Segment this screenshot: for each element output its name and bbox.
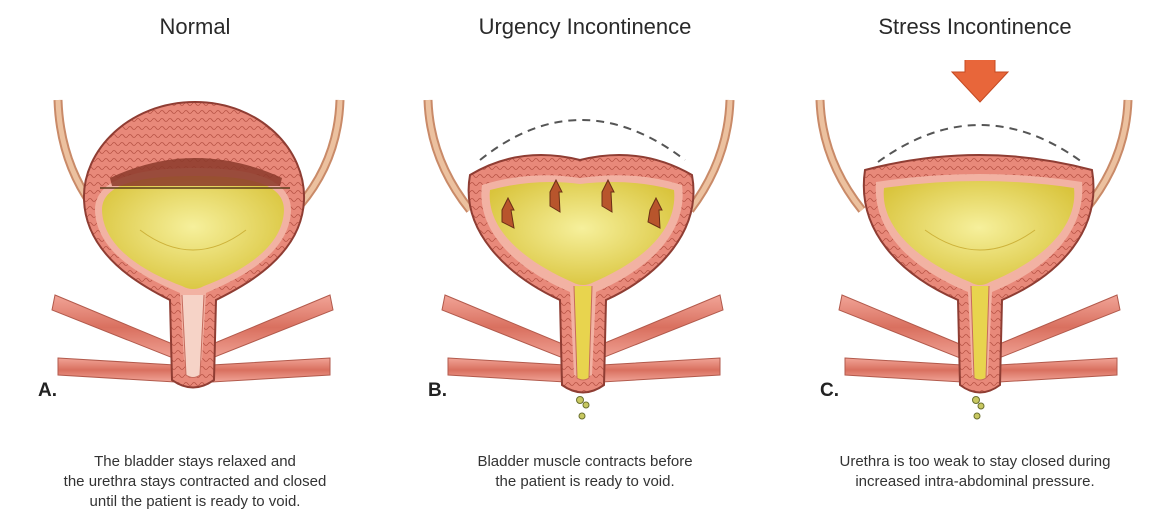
bladder-illustration-normal (0, 60, 390, 430)
right-ureter (300, 100, 340, 205)
panel-caption: The bladder stays relaxed and the urethr… (0, 452, 390, 512)
pelvic-muscle-lower-left (58, 358, 175, 382)
panel-title: Stress Incontinence (780, 14, 1170, 40)
panel-title: Urgency Incontinence (390, 14, 780, 40)
panel-caption: Bladder muscle contracts before the pati… (390, 452, 780, 492)
panel-urgency-incontinence: Urgency Incontinence B. Bladder muscle c… (390, 0, 780, 517)
urethra (574, 286, 592, 380)
pelvic-muscle-lower-left (845, 358, 962, 382)
leak-drop-2 (978, 403, 984, 409)
pelvic-muscle-upper-right (597, 295, 723, 360)
panel-letter: C. (820, 380, 839, 402)
bladder-illustration-urgency (390, 60, 780, 430)
bladder-illustration-stress (780, 60, 1170, 430)
pelvic-muscle-upper-right (207, 295, 333, 360)
panel-title: Normal (0, 14, 390, 40)
panel-stress-incontinence: Stress Incontinence C. Urethra is too we… (780, 0, 1170, 517)
leak-drop-1 (577, 397, 584, 404)
pelvic-muscle-upper-right (994, 295, 1120, 360)
pelvic-muscle-lower-left (448, 358, 565, 382)
panel-letter: A. (38, 380, 57, 402)
urethra (971, 286, 989, 380)
original-dome-outline (480, 120, 685, 160)
left-ureter (820, 100, 862, 210)
right-ureter (690, 100, 730, 210)
panel-normal: Normal A. The bladder stays relaxed and … (0, 0, 390, 517)
panel-caption: Urethra is too weak to stay closed durin… (780, 452, 1170, 492)
pelvic-muscle-upper-left (52, 295, 178, 360)
leak-drop-2 (583, 402, 589, 408)
leak-drop-1 (973, 397, 980, 404)
pressure-arrow (952, 60, 1008, 102)
leak-drop-3 (974, 413, 980, 419)
pelvic-muscle-upper-left (839, 295, 965, 360)
left-ureter (428, 100, 470, 210)
panel-letter: B. (428, 380, 447, 402)
pelvic-muscle-lower-right (212, 358, 330, 382)
pelvic-muscle-upper-left (442, 295, 568, 360)
pelvic-muscle-lower-right (602, 358, 720, 382)
pelvic-muscle-lower-right (999, 358, 1117, 382)
urethra (182, 295, 204, 378)
leak-drop-3 (579, 413, 585, 419)
